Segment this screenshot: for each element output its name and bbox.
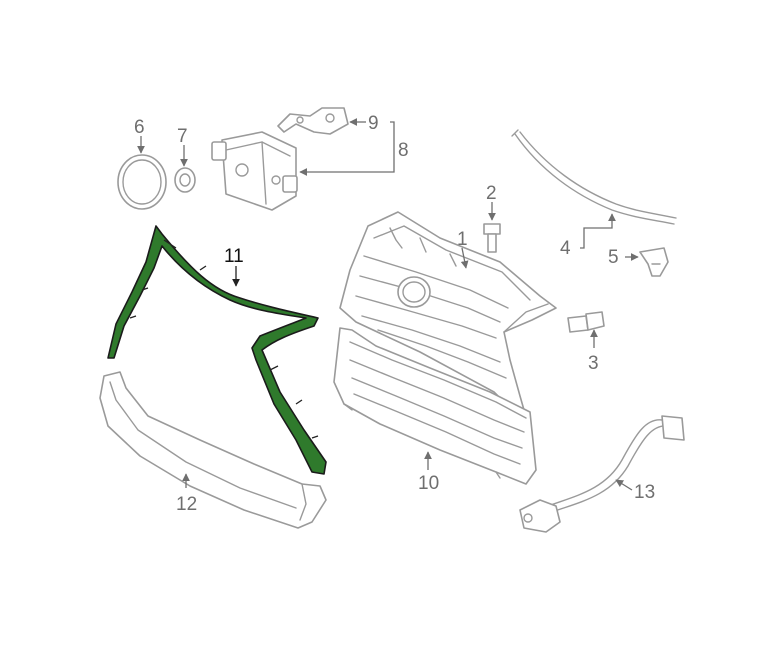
callout-13: 13 (634, 482, 655, 503)
part-9-bracket (277, 107, 349, 135)
part-13-harness (519, 415, 685, 533)
leader-lines (137, 118, 639, 491)
part-4-molding-strip (511, 129, 677, 225)
part-12-lower-molding (99, 371, 327, 529)
callout-11: 11 (224, 246, 244, 267)
part-10-lower-grille (333, 327, 537, 485)
callout-12: 12 (176, 494, 197, 515)
part-3-screw (567, 311, 605, 333)
callout-5: 5 (608, 247, 619, 268)
callout-3: 3 (588, 353, 599, 374)
callout-2: 2 (486, 183, 497, 204)
callout-8: 8 (398, 140, 409, 161)
callout-9: 9 (368, 113, 379, 134)
part-8-sensor-module (211, 131, 298, 211)
callout-7: 7 (177, 126, 188, 147)
callout-1: 1 (457, 229, 468, 250)
part-6-ring-seal (117, 154, 167, 210)
part-2-bolt (483, 223, 501, 253)
callout-4: 4 (560, 238, 571, 259)
part-1-upper-grille (339, 211, 557, 413)
callout-6: 6 (134, 117, 145, 138)
part-5-clip (639, 247, 669, 277)
part-7-washer (174, 167, 196, 193)
part-11-grille-molding (107, 225, 327, 475)
callout-10: 10 (418, 473, 439, 494)
